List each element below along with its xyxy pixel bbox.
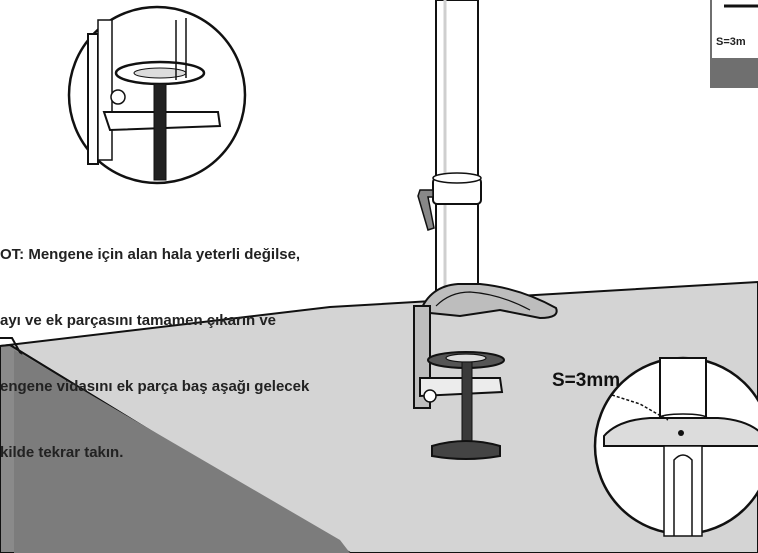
note-line-4: kilde tekrar takın.	[0, 444, 124, 461]
note-line-3: engene vidasını ek parça baş aşağı gelec…	[0, 378, 310, 395]
desk-clamp	[413, 305, 505, 460]
note-line-1: OT: Mengene için alan hala yeterli değil…	[0, 246, 301, 263]
clamp-detail-circle	[67, 5, 247, 185]
spacing-label: S=3mm	[552, 370, 621, 391]
monitor-pole	[417, 0, 482, 291]
desk	[0, 280, 758, 553]
installation-note: OT: Mengene için alan hala yeterli değil…	[0, 200, 360, 486]
corner-panel	[710, 0, 758, 88]
pole-base	[418, 283, 558, 320]
spacing-detail-circle	[593, 356, 758, 537]
corner-spacing-label: S=3m	[716, 36, 746, 48]
note-line-2: ayı ve ek parçasını tamamen çıkarın ve	[0, 312, 276, 329]
